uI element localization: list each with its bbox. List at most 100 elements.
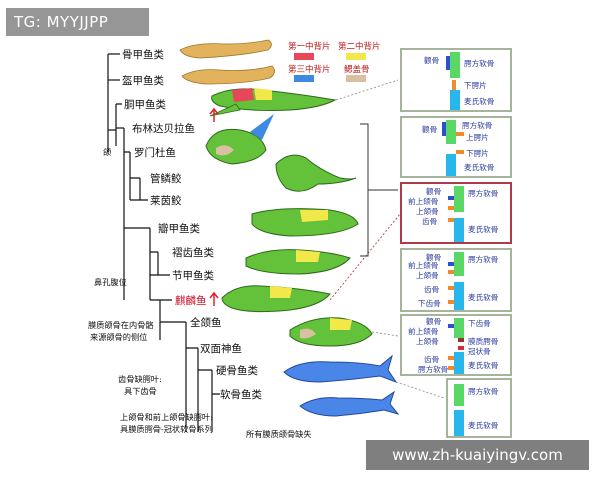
fish-qilin [221, 285, 331, 313]
watermark-bottom: www.zh-kuaiyingv.com [366, 440, 589, 470]
panel-label: 颧骨 [426, 317, 442, 326]
dongjia-plate-red [232, 88, 254, 102]
quan-operculum [300, 328, 316, 339]
taxon-label: 莱茵鲛 [150, 195, 182, 207]
fish-luomen [275, 154, 357, 192]
taxon-label: 管鳞鲛 [150, 173, 182, 185]
taxon-label: 软骨鱼类 [220, 389, 262, 401]
connector-dotted [371, 331, 399, 337]
panel-label: 腭方软骨 [468, 255, 499, 264]
panel-label: 前上颌骨 [408, 261, 439, 270]
connector-dotted [329, 213, 401, 301]
panel-label: 腭方软骨 [468, 387, 499, 396]
jaw-panel: 颧骨 腭方软骨 下腭片 麦氏软骨 [400, 48, 512, 112]
watermark-top: TG: MYYJJPP [6, 8, 149, 36]
node-shuangmian [186, 347, 199, 432]
panel-label: 上颌骨 [416, 207, 439, 216]
panel-label: 齿骨 [422, 217, 438, 226]
infragnathal-bar [456, 150, 464, 154]
panel-label: 麦氏软骨 [464, 97, 495, 106]
taxon-label: 硬骨鱼类 [216, 365, 258, 377]
coronoid-bar [458, 346, 464, 350]
zygomatic-bar [446, 56, 450, 70]
legend-swatch-yellow [346, 53, 366, 60]
node-ban [124, 227, 151, 300]
node-zhe [150, 251, 170, 276]
panel-label: 腭方软骨 [468, 189, 499, 198]
node-note-dermal-2: 来源颌骨的侧位 [90, 332, 148, 342]
panel-label: 膜质腭骨 [468, 337, 499, 346]
dermopalatine-bar [458, 338, 464, 342]
legend-swatch-red [294, 53, 314, 60]
panel-label: 上颌骨 [416, 337, 439, 346]
taxon-label: 罗门杜鱼 [134, 147, 176, 159]
maxilla-bar [448, 270, 454, 274]
panel-label: 下齿骨 [468, 319, 491, 328]
node-guanlin [129, 152, 148, 201]
panel-label: 齿骨 [424, 355, 440, 364]
node-lower [123, 128, 130, 300]
palatoquadrate-bar [454, 252, 464, 276]
zygomatic-bar [442, 122, 446, 136]
fish-yinggu [283, 354, 398, 384]
meckel-bar [454, 282, 464, 310]
palatoquadrate-bar [454, 318, 464, 338]
legend-label: 第二中背片 [338, 42, 381, 52]
panel-label: 颧骨 [426, 187, 442, 196]
fish-bulin [205, 128, 267, 165]
node-note-nasal: 鼻孔腹位 [94, 277, 127, 287]
panel-label: 颧骨 [422, 125, 438, 134]
fish-kuijia [181, 65, 275, 85]
taxon-label: 双面神鱼 [200, 343, 242, 355]
supragnathal-bar [456, 132, 464, 136]
premaxilla-bar [448, 196, 454, 200]
taxon-label: 骨甲鱼类 [122, 49, 164, 61]
dongjia-plate-yellow [254, 88, 272, 100]
palatoquadrate-bar [450, 52, 460, 78]
panel-label: 前上颌骨 [408, 327, 439, 336]
jaw-panel: 颧骨 腭方软骨 上腭片 下腭片 麦氏软骨 [400, 116, 512, 178]
panel-label: 颧骨 [424, 56, 440, 65]
infragnathal-bar [452, 80, 456, 92]
taxon-label: 盔甲鱼类 [122, 75, 164, 87]
legend-swatch-tan [346, 75, 366, 82]
panel-label: 颧骨 [426, 253, 442, 262]
node-note-dentary-1: 齿骨缺腭叶: [118, 374, 162, 384]
panel-label: 腭方软骨 [462, 121, 493, 130]
panel-label: 上颌骨 [416, 271, 439, 280]
panel-label: 麦氏软骨 [468, 293, 499, 302]
legend-swatch-blue [294, 75, 314, 82]
panel-label: 麦氏软骨 [468, 361, 499, 370]
meckel-bar [454, 410, 464, 436]
premaxilla-bar [448, 324, 454, 328]
panel-label: 冠状骨 [468, 347, 491, 356]
taxon-label-highlight: 麒麟鱼 [175, 295, 207, 307]
taxon-label: 全颌鱼 [190, 317, 222, 329]
taxon-label: 节甲鱼类 [172, 270, 214, 282]
panel-label: 齿骨 [424, 285, 440, 294]
palatoquadrate-bar [454, 384, 464, 406]
fish-quan [289, 317, 373, 347]
node-note-jaw: 颌 [103, 147, 112, 157]
panel-label: 麦氏软骨 [468, 225, 499, 234]
jaw-panel: 腭方软骨 麦氏软骨 [446, 378, 512, 438]
premaxilla-bar [448, 262, 454, 266]
fish-gujia [179, 39, 272, 59]
panel-label: 下齿骨 [418, 299, 441, 308]
meckel-bar [454, 218, 464, 242]
node-yinggu [198, 369, 220, 432]
qilin-plate-yellow [270, 286, 292, 298]
panel-label: 麦氏软骨 [468, 421, 499, 430]
panel-label: 下腭片 [464, 81, 487, 90]
bulin-operculum [216, 145, 234, 156]
connector-dotted [395, 381, 445, 399]
maxilla-bar [448, 206, 454, 210]
zhe-plate-yellow [296, 250, 320, 262]
jaw-panel: 颧骨 前上颌骨 上颌骨 齿骨 下齿骨 膜质腭骨 冠状骨 腭方软骨 麦氏软骨 [400, 314, 512, 376]
connector-dotted [335, 79, 399, 101]
dentary-bar [448, 286, 454, 290]
branch-dongjia [115, 103, 122, 146]
meckel-bar [450, 90, 460, 110]
